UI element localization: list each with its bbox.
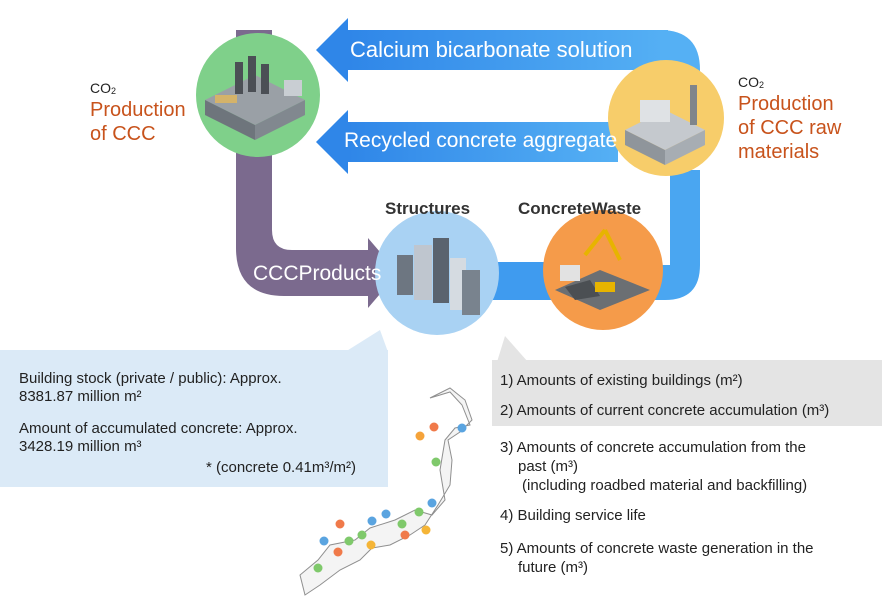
list-item-3-cont: past (m³): [518, 458, 578, 475]
demolition-illustration: [555, 228, 650, 310]
highlighted-items-box: [492, 360, 882, 426]
co2-left: CO2: [90, 80, 117, 96]
factory-illustration: [205, 56, 305, 140]
list-item-1: 1) Amounts of existing buildings (m²): [500, 372, 743, 389]
recycled-arrow: [316, 110, 618, 174]
production-ccc-label: Production of CCC: [90, 99, 186, 145]
list-item-5: 5) Amounts of concrete waste generation …: [500, 540, 814, 557]
concrete-ratio-note: * (concrete 0.41m³/m²): [206, 459, 357, 476]
co2-right: CO2: [738, 74, 765, 90]
ccc-products-label: CCCProducts: [253, 262, 382, 285]
production-raw-label: Production of CCC raw materials: [738, 93, 842, 163]
structures-title: Structures: [385, 199, 471, 218]
calcium-label: Calcium bicarbonate solution: [350, 37, 633, 62]
japan-map: [299, 387, 473, 596]
building-stock-box: [0, 350, 388, 487]
accumulated-concrete-text: Amount of accumulated concrete: Approx. …: [19, 420, 298, 455]
list-item-2: 2) Amounts of current concrete accumulat…: [500, 402, 830, 419]
recycled-label: Recycled concrete aggregate: [344, 129, 618, 152]
list-item-5-cont: future (m³): [518, 559, 589, 576]
list-item-4: 4) Building service life: [500, 507, 646, 524]
buildings-illustration: [397, 238, 480, 315]
list-item-3: 3) Amounts of concrete accumulation from…: [500, 439, 806, 456]
list-item-3-note: (including roadbed material and backfill…: [522, 477, 808, 494]
building-stock-text: Building stock (private / public): Appro…: [19, 370, 282, 405]
plant-illustration: [625, 85, 705, 165]
concrete-waste-circle: [543, 210, 663, 330]
concrete-waste-title: ConcreteWaste: [518, 199, 642, 218]
